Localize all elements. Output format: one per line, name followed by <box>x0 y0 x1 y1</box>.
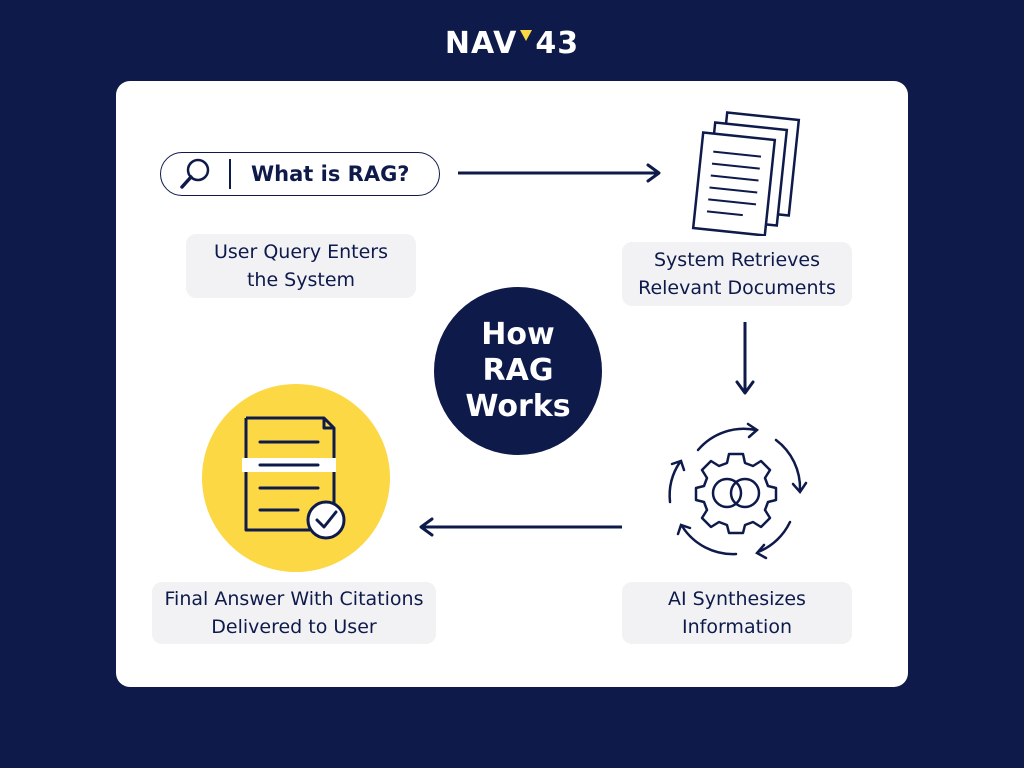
document-check-icon <box>242 416 346 540</box>
arrow-down-icon <box>735 322 755 395</box>
step-4-text: Final Answer With Citations Delivered to… <box>164 588 424 638</box>
nav43-logo: NAV 43 <box>0 26 1024 61</box>
final-answer-circle <box>202 384 390 572</box>
step-2-text: System Retrieves Relevant Documents <box>638 249 836 299</box>
arrow-left-icon <box>419 517 622 537</box>
center-title: How RAG Works <box>465 317 571 424</box>
step-label-user-query: User Query Enters the System <box>186 234 416 298</box>
search-icon <box>161 157 229 191</box>
step-label-final-answer: Final Answer With Citations Delivered to… <box>152 582 436 644</box>
logo-accent-mark <box>519 29 533 59</box>
search-query: What is RAG? <box>251 162 410 186</box>
how-rag-works-badge: How RAG Works <box>434 287 602 455</box>
step-label-retrieves: System Retrieves Relevant Documents <box>622 242 852 306</box>
search-divider <box>229 159 231 189</box>
gear-cycle-icon <box>668 422 808 560</box>
step-1-text: User Query Enters the System <box>213 241 389 291</box>
documents-icon <box>691 111 801 236</box>
logo-text-left: NAV <box>444 26 518 61</box>
arrow-right-icon <box>458 163 661 183</box>
step-label-synthesizes: AI Synthesizes Information <box>622 582 852 644</box>
logo-text-right: 43 <box>535 26 580 61</box>
step-3-text: AI Synthesizes Information <box>668 588 806 638</box>
search-box: What is RAG? <box>160 152 440 196</box>
